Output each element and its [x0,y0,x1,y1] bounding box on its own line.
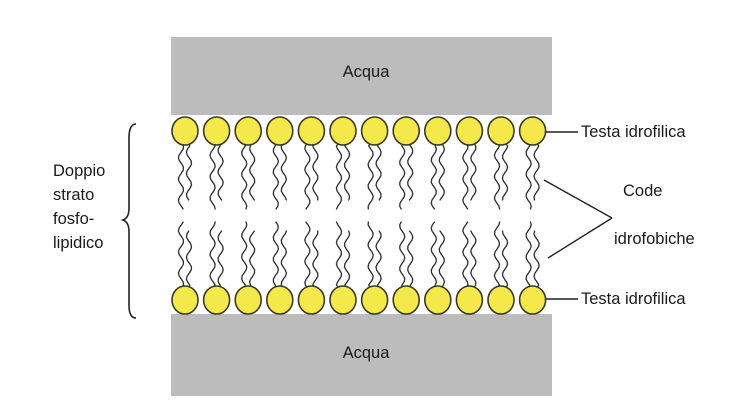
hydrophobic-tail [462,142,469,210]
tails-label-line1: Code [623,182,663,200]
tails-pointer-lower [547,217,613,259]
bilayer-label-line2: strato [53,186,95,204]
hydrophobic-tail [430,221,438,289]
hydrophobic-tail [177,142,185,210]
hydrophobic-tail [375,142,382,201]
water-top-label: Acqua [342,63,390,81]
bilayer-label-line3: fosfo- [53,210,95,228]
hydrophilic-head-bottom [518,285,547,315]
hydrophobic-tail [533,230,540,289]
hydrophilic-head-top [234,116,262,146]
water-region-top [171,37,552,115]
hydrophobic-tail [501,142,509,201]
hydrophilic-head-bottom [297,285,326,315]
hydrophobic-tail [335,142,343,210]
hydrophilic-head-top [171,116,199,146]
hydrophobic-tail [312,142,319,201]
hydrophobic-tail [407,230,414,289]
hydrophobic-tail [177,221,185,289]
hydrophilic-head-bottom [202,285,231,315]
hydrophilic-head-top [392,116,421,146]
hydrophobic-tail [272,142,280,210]
hydrophobic-tail [470,230,477,289]
hydrophilic-head-bottom [265,285,294,315]
hydrophobic-tail [438,230,446,289]
hydrophobic-tail [241,221,248,289]
hydrophobic-tail [343,142,351,201]
hydrophobic-tail [185,230,193,289]
bilayer-label-line1: Doppio [53,162,106,180]
hydrophilic-head-bottom [171,285,199,315]
hydrophilic-head-bottom [455,285,484,315]
hydrophobic-tail [312,230,319,289]
hydrophobic-tail [525,142,532,210]
hydrophobic-tail [367,142,374,210]
hydrophobic-tail [343,230,351,289]
hydrophilic-head-top [487,116,515,146]
hydrophilic-head-top [297,116,326,146]
hydrophobic-tail [470,142,477,201]
head-bottom-label: Testa idrofilica [581,290,686,308]
hydrophilic-head-bottom [234,285,262,315]
hydrophilic-head-top [455,116,484,146]
hydrophilic-heads [171,116,547,315]
hydrophobic-tail [462,221,469,289]
hydrophobic-tail [185,142,193,201]
hydrophilic-head-top [265,116,294,146]
hydrophobic-tail [217,230,224,289]
hydrophilic-head-top [202,116,231,146]
hydrophobic-tail [430,142,438,210]
label-pointers [543,131,613,300]
hydrophobic-tail [209,221,216,289]
hydrophobic-tail [407,142,414,201]
hydrophilic-head-bottom [360,285,389,315]
hydrophobic-tail [304,221,311,289]
hydrophobic-tail [533,142,540,201]
bilayer-bracket [120,123,137,319]
hydrophilic-head-top [518,116,547,146]
hydrophobic-tail [525,221,532,289]
hydrophilic-head-bottom [423,285,452,315]
hydrophobic-tail [248,230,256,289]
hydrophobic-tail [241,142,248,210]
hydrophobic-tail [304,142,311,210]
hydrophobic-tail [367,221,374,289]
bilayer-label-line4: lipidico [53,234,104,252]
hydrophilic-head-bottom [329,285,357,315]
hydrophobic-tails [177,142,540,289]
hydrophilic-head-bottom [392,285,421,315]
hydrophobic-tail [375,230,382,289]
hydrophobic-tail [272,221,280,289]
hydrophobic-tail [209,142,216,210]
hydrophobic-tail [217,142,224,201]
water-bottom-label: Acqua [342,344,390,362]
hydrophobic-tail [493,142,501,210]
head-top-label: Testa idrofilica [581,123,686,141]
tails-pointer-upper [543,179,613,219]
tails-label-line2: idrofobiche [614,230,695,248]
hydrophobic-tail [438,142,446,201]
hydrophilic-head-top [329,116,357,146]
hydrophobic-tail [335,221,343,289]
hydrophobic-tail [280,230,288,289]
water-region-bottom [171,314,552,396]
hydrophobic-tail [248,142,256,201]
hydrophobic-tail [501,230,509,289]
hydrophobic-tail [280,142,288,201]
hydrophobic-tail [399,221,406,289]
hydrophilic-head-top [423,116,452,146]
hydrophobic-tail [493,221,501,289]
hydrophilic-head-bottom [487,285,515,315]
hydrophilic-head-top [360,116,389,146]
hydrophobic-tail [399,142,406,210]
